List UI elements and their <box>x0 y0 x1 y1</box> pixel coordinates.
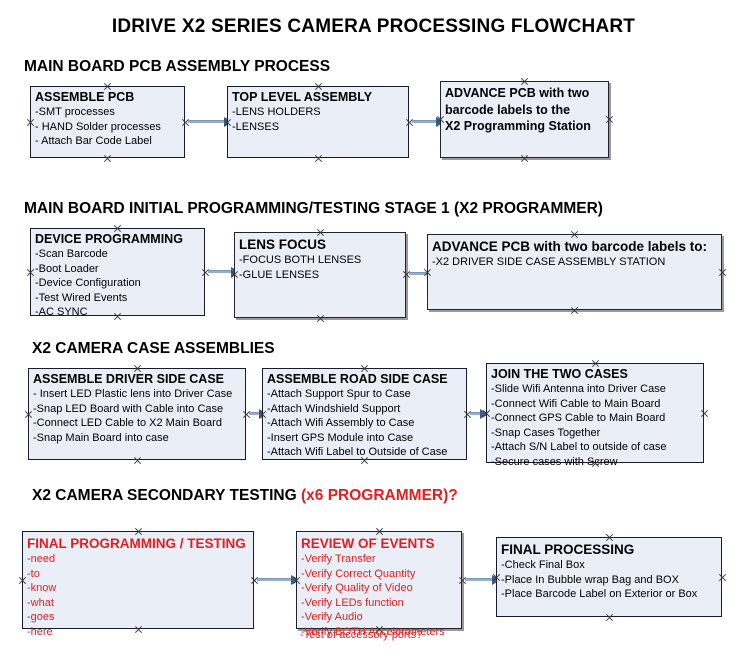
box-line: -FOCUS BOTH LENSES <box>239 254 362 266</box>
box-line: -Snap Cases Together <box>491 426 601 439</box>
section-heading-4-text: X2 CAMERA SECONDARY TESTING <box>32 487 301 504</box>
box-header: FINAL PROGRAMMING / TESTING <box>27 536 246 551</box>
box-header: ADVANCE PCB with two barcode labels to: <box>432 239 708 254</box>
section-heading-3-text: X2 CAMERA CASE ASSEMBLIES <box>32 340 275 357</box>
box-line: -Slide Wifi Antenna into Driver Case <box>491 383 666 395</box>
box-line: -goes <box>27 611 55 623</box>
box-line: -Verify BOTH Accelerometers <box>301 625 445 638</box>
box-line: -Scan Barcode <box>35 248 108 260</box>
section-heading-2-text: MAIN BOARD INITIAL PROGRAMMING/TESTING S… <box>24 200 603 217</box>
box-line: -Verify Audio <box>301 611 363 623</box>
box-line: -know <box>27 582 57 594</box>
box-device-programming[interactable]: DEVICE PROGRAMMING -Scan Barcode -Boot L… <box>30 228 205 318</box>
box-line: -Connect Wifi Cable to Main Board <box>491 397 661 410</box>
box-line: -LENS HOLDERS <box>232 106 321 118</box>
section-heading-1-text: MAIN BOARD PCB ASSEMBLY PROCESS <box>24 58 331 75</box>
box-advance-pcb-driver-side-station[interactable]: ADVANCE PCB with two barcode labels to: … <box>427 234 722 310</box>
connector-arrow <box>249 409 268 419</box>
box-line: -Connect GPS Cable to Main Board <box>491 412 666 424</box>
box-line: -Boot Loader <box>35 262 99 275</box>
box-line: -Attach Windshield Support <box>267 402 401 415</box>
box-header: ASSEMBLE ROAD SIDE CASE <box>267 372 448 386</box>
box-line: -Place In Bubble wrap Bag and BOX <box>501 573 679 586</box>
box-line: -Verify Quality of Video <box>301 582 413 594</box>
box-line: -Attach S/N Label to outside of case <box>491 441 667 453</box>
box-assemble-driver-side-case[interactable]: ASSEMBLE DRIVER SIDE CASE - Insert LED P… <box>28 368 246 460</box>
box-line: -Test Wired Events <box>35 291 128 304</box>
box-line: - Attach Bar Code Label <box>35 135 152 147</box>
box-line: -here <box>27 625 53 638</box>
section-heading-4: X2 CAMERA SECONDARY TESTING (x6 PROGRAMM… <box>32 487 458 505</box>
box-line: -Secure cases with Screw <box>491 455 618 468</box>
page-title: IDRIVE X2 SERIES CAMERA PROCESSING FLOWC… <box>111 16 636 37</box>
box-line: -AC SYNC <box>35 306 88 318</box>
box-header: TOP LEVEL ASSEMBLY <box>232 90 373 104</box>
box-line: -Device Configuration <box>35 277 141 289</box>
box-line-overflow: -Test of accessory ports? <box>300 629 423 641</box>
box-line: -Verify Correct Quantity <box>301 567 416 580</box>
box-line: -Snap Main Board into case <box>33 431 169 444</box>
connector-arrow <box>208 267 240 277</box>
box-line: -what <box>27 596 54 609</box>
box-final-processing[interactable]: FINAL PROCESSING -Check Final Box -Place… <box>496 537 722 617</box>
box-line: -Connect LED Cable to X2 Main Board <box>33 417 222 429</box>
connector-arrow <box>188 117 233 127</box>
box-line: -SMT processes <box>35 106 115 118</box>
box-assemble-pcb[interactable]: ASSEMBLE PCB -SMT processes - HAND Solde… <box>30 86 185 158</box>
box-advance-pcb-programming-station[interactable]: ADVANCE PCB with two barcode labels to t… <box>440 81 609 158</box>
box-lens-focus[interactable]: LENS FOCUS -FOCUS BOTH LENSES -GLUE LENS… <box>234 232 406 318</box>
connector-arrow <box>470 409 489 419</box>
box-line: -Insert GPS Module into Case <box>267 431 414 444</box>
box-line: X2 Programming Station <box>445 119 591 133</box>
box-line: -to <box>27 567 40 580</box>
box-header: FINAL PROCESSING <box>501 542 635 557</box>
box-line: barcode labels to the <box>445 102 571 117</box>
box-line: -Place Barcode Label on Exterior or Box <box>501 588 698 600</box>
box-line: -X2 DRIVER SIDE CASE ASSEMBLY STATION <box>432 256 666 268</box>
section-heading-3: X2 CAMERA CASE ASSEMBLIES <box>32 340 275 358</box>
box-top-level-assembly[interactable]: TOP LEVEL ASSEMBLY -LENS HOLDERS -LENSES <box>227 86 409 158</box>
arrowhead-icon <box>291 575 300 585</box>
section-heading-2: MAIN BOARD INITIAL PROGRAMMING/TESTING S… <box>24 200 603 218</box>
box-assemble-road-side-case[interactable]: ASSEMBLE ROAD SIDE CASE -Attach Support … <box>262 368 467 460</box>
box-line: -Check Final Box <box>501 559 585 571</box>
section-heading-1: MAIN BOARD PCB ASSEMBLY PROCESS <box>24 58 330 76</box>
box-line: - HAND Solder processes <box>35 120 161 133</box>
box-header: DEVICE PROGRAMMING <box>35 232 183 246</box>
box-line: -Verify Transfer <box>301 553 376 565</box>
box-final-programming-testing[interactable]: FINAL PROGRAMMING / TESTING -need -to -k… <box>22 531 254 638</box>
section-heading-4-accent: (x6 PROGRAMMER)? <box>301 487 458 504</box>
box-line: - Insert LED Plastic lens into Driver Ca… <box>33 388 233 400</box>
arrowhead-icon <box>480 409 489 419</box>
box-header: ASSEMBLE PCB <box>35 90 135 104</box>
box-line: -Verify LEDs function <box>301 596 404 609</box>
connector-arrow <box>465 575 501 585</box>
connector-arrow <box>412 117 445 127</box>
box-join-the-two-cases[interactable]: JOIN THE TWO CASES -Slide Wifi Antenna i… <box>486 363 704 468</box>
box-line: -Snap LED Board with Cable into Case <box>33 402 224 415</box>
box-review-of-events[interactable]: REVIEW OF EVENTS -Verify Transfer -Verif… <box>296 531 462 638</box>
box-line: -GLUE LENSES <box>239 268 320 281</box>
box-line: -Attach Support Spur to Case <box>267 388 411 400</box>
box-header: ASSEMBLE DRIVER SIDE CASE <box>33 372 225 386</box>
box-line: -need <box>27 553 56 565</box>
box-line: ADVANCE PCB with two <box>445 86 590 100</box>
box-line: -LENSES <box>232 120 280 133</box>
box-line: -Attach Wifi Assembly to Case <box>267 417 415 429</box>
box-header: JOIN THE TWO CASES <box>491 367 628 381</box>
box-line: -Attach Wifi Label to Outside of Case <box>267 446 448 458</box>
box-header: REVIEW OF EVENTS <box>301 536 435 551</box>
box-header: LENS FOCUS <box>239 237 327 252</box>
connector-arrow <box>257 575 300 585</box>
